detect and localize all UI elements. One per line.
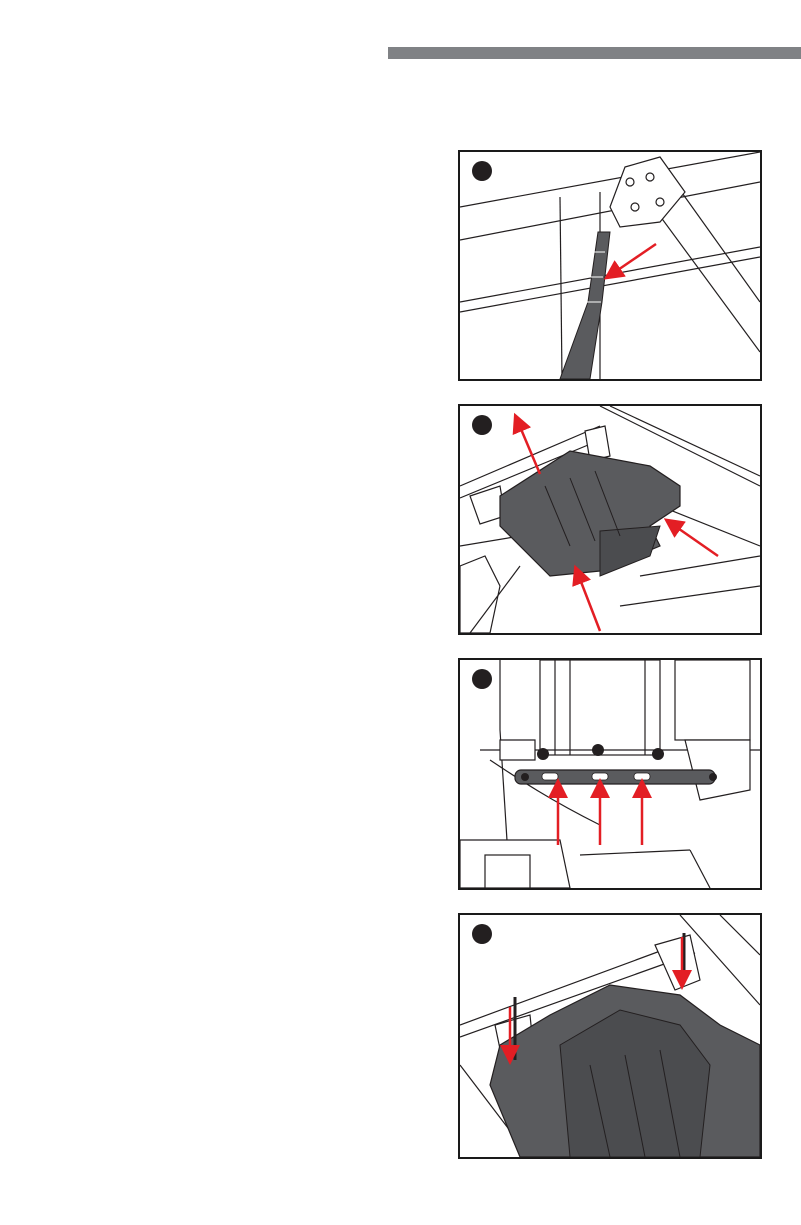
mounting-bar-install-illustration [460,660,760,888]
step-indicator-icon [472,924,492,944]
step-indicator-icon [472,415,492,435]
step-3-panel [458,658,762,890]
step-indicator-icon [472,161,492,181]
step-1-panel [458,150,762,381]
header-bar [388,47,801,59]
strap-threading-illustration [460,152,760,379]
seat-base-placement-illustration [460,406,760,633]
step-2-panel [458,404,762,635]
bolt-fastening-illustration [460,915,760,1157]
step-indicator-icon [472,669,492,689]
step-4-panel [458,913,762,1159]
